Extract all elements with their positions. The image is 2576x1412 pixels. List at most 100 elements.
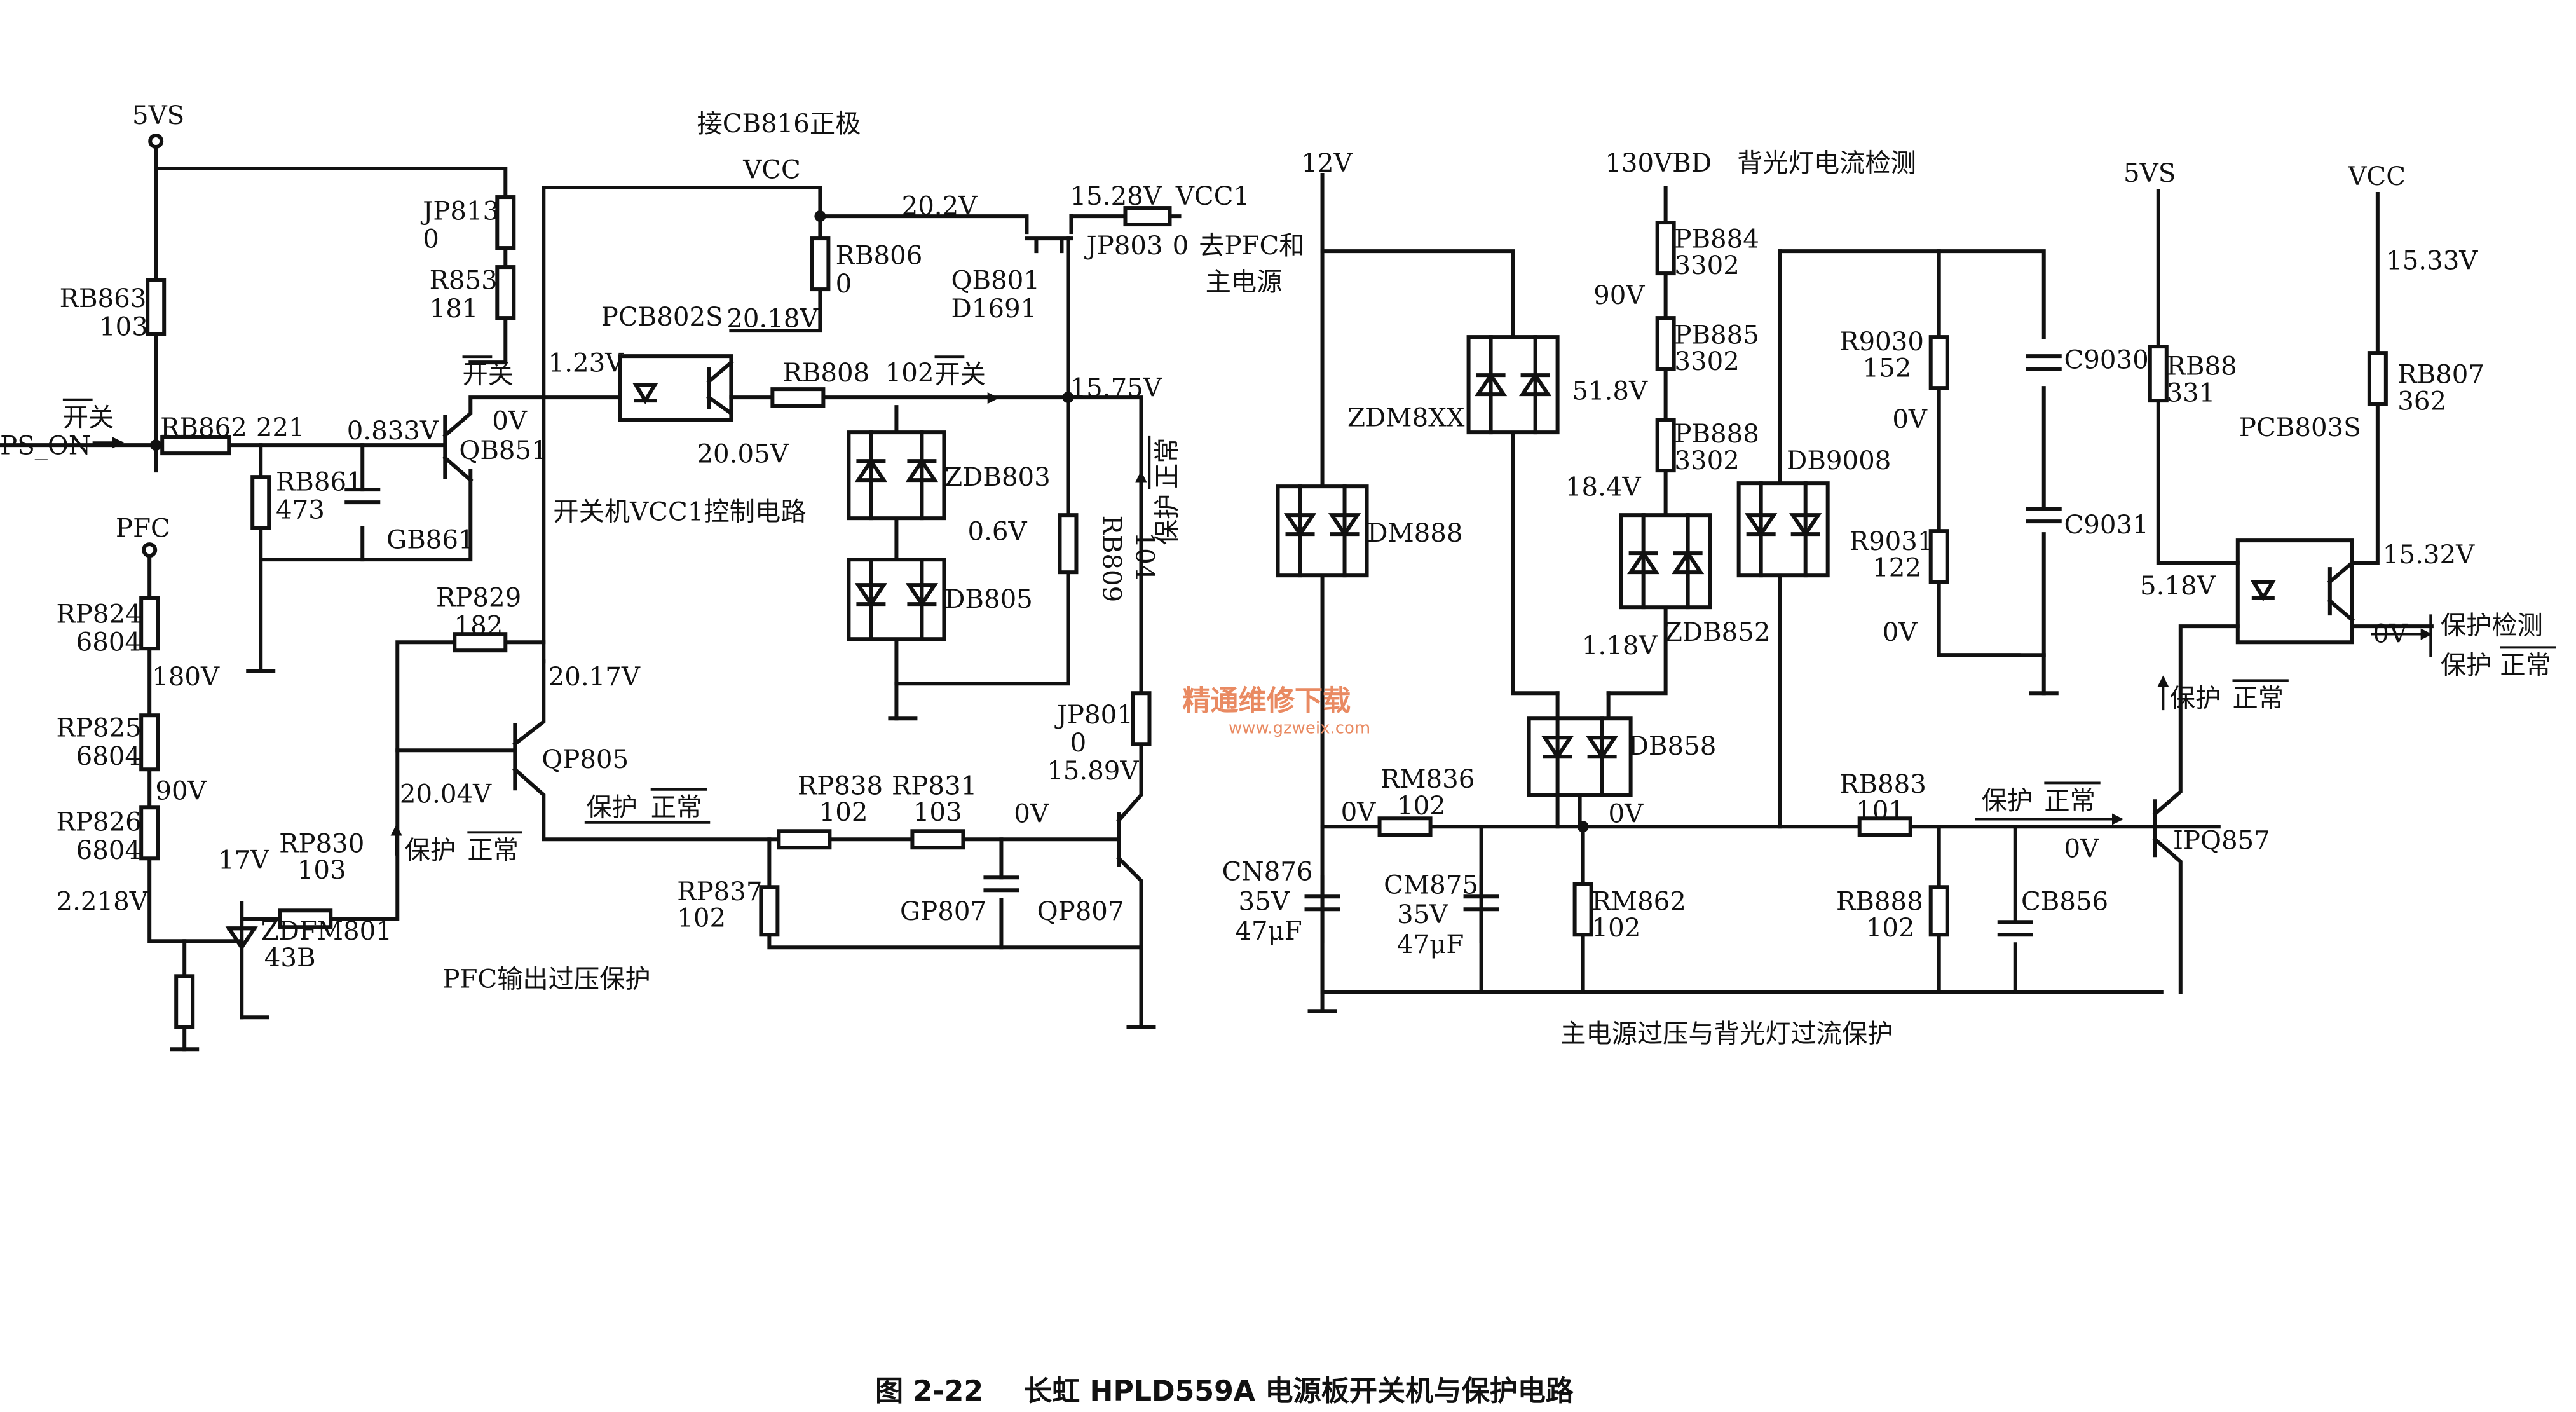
- value-rp824: 6804: [76, 628, 141, 657]
- volt-180: 180V: [152, 662, 220, 692]
- label-jp801: JP801: [1054, 701, 1133, 730]
- resistor-rm836: [1377, 816, 1433, 837]
- diode-zdb852: [1619, 513, 1712, 610]
- signal-onoff-2: 开关: [463, 360, 514, 390]
- resistor-rb888: [1928, 885, 1949, 937]
- label-rb807: RB807: [2397, 360, 2484, 390]
- value-rm836: 102: [1397, 792, 1446, 821]
- signal-onoff-1: 开关: [63, 403, 114, 432]
- label-cm875: CM875: [1384, 870, 1478, 900]
- diode-zdm8xx: [1466, 335, 1560, 435]
- volt-0-833: 0.833V: [347, 416, 439, 446]
- volt-0v-rm836: 0V: [1341, 798, 1377, 827]
- volt-0v-db858: 0V: [1608, 800, 1644, 829]
- capacitor-cb856: [1997, 920, 2033, 937]
- value-rb807: 362: [2397, 387, 2446, 416]
- value-rb88: 331: [2167, 378, 2216, 408]
- rail-to-pfc-2: 主电源: [1206, 268, 1283, 297]
- value-rb862: 221: [256, 413, 305, 442]
- label-rb88: RB88: [2167, 352, 2237, 381]
- wires: [0, 141, 2434, 1052]
- volt-18-4: 18.4V: [1565, 472, 1642, 502]
- label-jp813: JP813: [420, 197, 499, 226]
- resistor-rp826: [139, 805, 160, 861]
- volt-0v-r9030: 0V: [1892, 405, 1928, 434]
- signal-prot-v: 保护: [1153, 494, 1182, 545]
- resistor-rp831: [910, 829, 965, 850]
- volt-90-pfc: 90V: [155, 776, 207, 805]
- caption-text: 长虹 HPLD559A 电源板开关机与保护电路: [1024, 1375, 1574, 1408]
- resistor-rp825: [139, 713, 160, 772]
- rail-to-pfc-1: 去PFC和: [1199, 231, 1304, 261]
- resistor-rb862: [160, 435, 231, 456]
- volt-15-33: 15.33V: [2386, 246, 2478, 275]
- value-cm875-2: 47μF: [1397, 930, 1464, 959]
- capacitor-gb861: [344, 488, 381, 505]
- value-r9031: 122: [1872, 554, 1921, 583]
- signal-ps-on: PS_ON: [0, 431, 91, 460]
- label-rb808: RB808: [783, 359, 870, 388]
- label-rp831: RP831: [892, 772, 977, 801]
- resistor-rb808: [770, 387, 826, 408]
- label-db9008: DB9008: [1787, 446, 1891, 476]
- label-dm888: DM888: [1367, 519, 1462, 548]
- label-zdb803: ZDB803: [944, 463, 1051, 492]
- resistor-rb861: [250, 475, 271, 530]
- terminals: [142, 134, 164, 558]
- value-qb801: D1691: [951, 294, 1037, 324]
- label-gp807: GP807: [900, 897, 986, 926]
- volt-1-23: 1.23V: [549, 349, 625, 378]
- resistor-rp829: [453, 632, 508, 653]
- value-cm875-1: 35V: [1397, 900, 1448, 929]
- label-r9030: R9030: [1839, 327, 1924, 357]
- label-rp837: RP837: [677, 877, 762, 907]
- resistor-jp803: [1123, 206, 1172, 227]
- labels: 5VS 接CB816正极 VCC PFC 12V 130VBD 背光灯电流检测 …: [0, 101, 2556, 1408]
- value-rp831: 103: [913, 798, 962, 827]
- resistor-pb884: [1655, 221, 1676, 276]
- label-rp829: RP829: [436, 583, 521, 612]
- value-jp813: 0: [423, 225, 439, 254]
- rail-130vbd: 130VBD: [1605, 149, 1712, 178]
- label-gb861: GB861: [386, 525, 475, 554]
- label-c9030: C9030: [2064, 345, 2149, 374]
- volt-0v-r9031: 0V: [1883, 618, 1918, 647]
- resistor-rp837: [759, 885, 780, 937]
- rail-cb816: 接CB816正极: [697, 109, 861, 139]
- label-rp824: RP824: [56, 600, 141, 629]
- label-db805: DB805: [944, 585, 1033, 614]
- label-pb888: PB888: [1674, 420, 1759, 449]
- resistor-r853: [495, 265, 516, 320]
- label-cn876: CN876: [1222, 858, 1313, 887]
- resistor-rb883: [1857, 816, 1912, 837]
- resistor-rb863: [146, 278, 167, 336]
- value-cn876-2: 47μF: [1235, 917, 1302, 946]
- resistor-rb809: [1058, 513, 1079, 575]
- label-rp825: RP825: [56, 714, 141, 743]
- diode-db9008: [1736, 481, 1830, 578]
- label-qb851: QB851: [459, 436, 547, 465]
- diode-db805: [847, 558, 946, 641]
- resistor-rp838: [777, 829, 832, 850]
- resistor-rp824: [139, 596, 160, 651]
- volt-15-32: 15.32V: [2383, 540, 2475, 570]
- label-pcb803s: PCB803S: [2239, 413, 2361, 442]
- rail-pfc: PFC: [116, 514, 170, 543]
- label-rb888: RB888: [1836, 887, 1923, 916]
- rail-vcc-right: VCC: [2347, 162, 2406, 191]
- volt-20-05: 20.05V: [697, 439, 789, 469]
- label-zdfm801: ZDFM801: [261, 917, 392, 946]
- value-jp801: 0: [1070, 729, 1087, 758]
- value-rp838: 102: [819, 798, 868, 827]
- label-qp805: QP805: [542, 745, 629, 774]
- label-rb883: RB883: [1839, 770, 1926, 799]
- label-pb885: PB885: [1674, 320, 1759, 350]
- rail-backlight-detect: 背光灯电流检测: [1737, 149, 1916, 178]
- resistor-pb885: [1655, 316, 1676, 371]
- resistor-rb807: [2367, 351, 2388, 406]
- diode-db858: [1527, 716, 1633, 829]
- value-jp803: 0: [1173, 231, 1189, 261]
- value-rb861: 473: [276, 496, 325, 525]
- diode-zdfm801: [225, 926, 258, 951]
